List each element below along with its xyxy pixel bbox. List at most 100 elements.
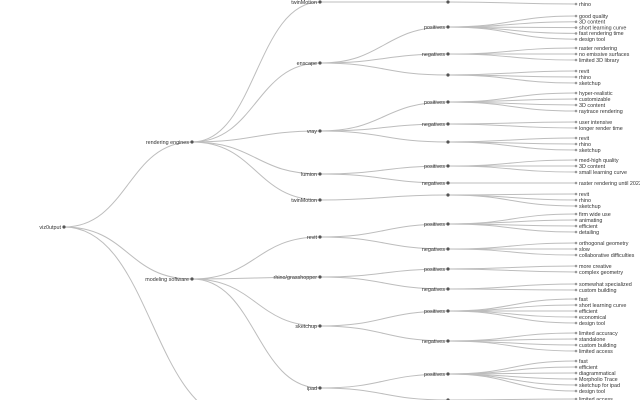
- root-branch-link: [63, 226, 193, 280]
- tool-node[interactable]: [318, 235, 322, 239]
- leaf-node[interactable]: [574, 383, 578, 387]
- leaf-node[interactable]: [574, 170, 578, 174]
- leaf-node[interactable]: [574, 397, 578, 400]
- leaf-node[interactable]: [574, 331, 578, 335]
- leaf-node[interactable]: [574, 26, 578, 29]
- category-node[interactable]: [446, 339, 450, 343]
- branch-node[interactable]: [190, 277, 194, 281]
- category-node[interactable]: [446, 73, 450, 77]
- leaf-node[interactable]: [574, 81, 578, 85]
- leaf-node[interactable]: [574, 230, 578, 234]
- leaf-node[interactable]: [574, 158, 578, 162]
- leaf-node[interactable]: [574, 359, 578, 363]
- category-node[interactable]: [446, 0, 450, 4]
- leaf-node[interactable]: [574, 136, 578, 140]
- category-node[interactable]: [446, 181, 450, 185]
- leaf-node[interactable]: [574, 270, 578, 274]
- leaf-node[interactable]: [574, 58, 578, 62]
- leaf-node[interactable]: [574, 282, 578, 286]
- leaf-node[interactable]: [574, 69, 578, 73]
- leaf-node[interactable]: [574, 120, 578, 124]
- leaf-node[interactable]: [574, 109, 578, 113]
- tool-node[interactable]: [318, 0, 322, 4]
- tool-node[interactable]: [318, 386, 322, 390]
- leaf-node[interactable]: [574, 181, 578, 185]
- category-node[interactable]: [446, 372, 450, 376]
- leaf-label: med-high quality: [579, 158, 619, 164]
- leaf-node[interactable]: [574, 371, 578, 375]
- leaf-node[interactable]: [574, 91, 578, 95]
- category-node[interactable]: [446, 122, 450, 126]
- category-node[interactable]: [446, 222, 450, 226]
- category-node[interactable]: [446, 247, 450, 251]
- leaf-node[interactable]: [574, 97, 578, 101]
- leaf-node[interactable]: [574, 192, 578, 196]
- leaf-node[interactable]: [574, 321, 578, 325]
- leaf-node[interactable]: [574, 46, 578, 50]
- leaf-node[interactable]: [574, 365, 578, 369]
- leaf-link: [447, 219, 577, 225]
- leaf-node[interactable]: [574, 377, 578, 381]
- leaf-node[interactable]: [574, 212, 578, 216]
- category-node[interactable]: [446, 52, 450, 56]
- category-node[interactable]: [446, 193, 450, 197]
- leaf-node[interactable]: [574, 288, 578, 292]
- leaf-node[interactable]: [574, 52, 578, 56]
- leaf-node[interactable]: [574, 253, 578, 257]
- leaf-node[interactable]: [574, 264, 578, 268]
- category-node[interactable]: [446, 100, 450, 104]
- leaf-node[interactable]: [574, 75, 578, 79]
- leaf-node[interactable]: [574, 148, 578, 152]
- leaf-node[interactable]: [574, 247, 578, 251]
- leaf-label: slow: [579, 247, 590, 253]
- category-node[interactable]: [446, 309, 450, 313]
- root-node[interactable]: [62, 225, 66, 229]
- tool-node[interactable]: [318, 129, 322, 133]
- tool-node[interactable]: [318, 324, 322, 328]
- leaf-node[interactable]: [574, 204, 578, 208]
- branch-node[interactable]: [190, 140, 194, 144]
- root-branch-link: [63, 226, 198, 400]
- leaf-node[interactable]: [574, 343, 578, 347]
- leaf-label: raster rendering until 2023: [579, 181, 640, 187]
- category-label: positives: [424, 222, 445, 228]
- leaf-node[interactable]: [574, 126, 578, 130]
- leaf-node[interactable]: [574, 14, 578, 18]
- leaf-node[interactable]: [574, 218, 578, 222]
- category-node[interactable]: [446, 287, 450, 291]
- leaf-link: [447, 15, 577, 28]
- sub-branch-link: [319, 53, 449, 64]
- leaf-label: limited access: [579, 397, 613, 400]
- leaf-node[interactable]: [574, 241, 578, 245]
- leaf-node[interactable]: [574, 164, 578, 168]
- leaf-node[interactable]: [574, 20, 578, 24]
- leaf-label: custom building: [579, 288, 616, 294]
- leaf-node[interactable]: [574, 337, 578, 341]
- leaf-node[interactable]: [574, 32, 578, 35]
- tool-node[interactable]: [318, 198, 322, 202]
- leaf-node[interactable]: [574, 309, 578, 313]
- category-node[interactable]: [446, 267, 450, 271]
- leaf-node[interactable]: [574, 389, 578, 393]
- leaf-link: [447, 98, 577, 103]
- leaf-node[interactable]: [574, 103, 578, 107]
- tool-node[interactable]: [318, 275, 322, 279]
- tool-node[interactable]: [318, 172, 322, 176]
- leaf-node[interactable]: [574, 297, 578, 301]
- sub-branch-link: [319, 26, 449, 64]
- leaf-label: animating: [579, 218, 602, 224]
- leaf-node[interactable]: [574, 2, 578, 6]
- leaf-node[interactable]: [574, 303, 578, 307]
- leaf-node[interactable]: [574, 224, 578, 228]
- leaf-node[interactable]: [574, 142, 578, 146]
- leaf-node[interactable]: [574, 37, 578, 41]
- category-node[interactable]: [446, 25, 450, 29]
- leaf-node[interactable]: [574, 315, 578, 319]
- category-node[interactable]: [446, 140, 450, 144]
- leaf-node[interactable]: [574, 349, 578, 353]
- tool-node[interactable]: [318, 61, 322, 65]
- leaf-link: [447, 26, 577, 40]
- category-node[interactable]: [446, 164, 450, 168]
- leaf-node[interactable]: [574, 198, 578, 202]
